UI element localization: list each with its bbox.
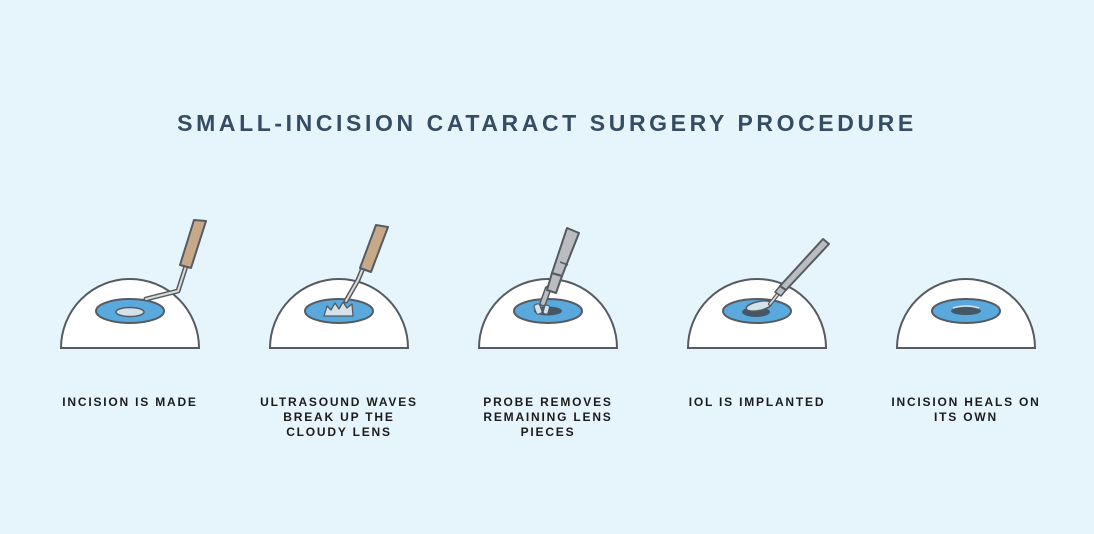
step-caption: PROBE REMOVES REMAINING LENS PIECES	[483, 395, 613, 439]
step-caption: ULTRASOUND WAVES BREAK UP THE CLOUDY LEN…	[260, 395, 418, 439]
step-healed: INCISION HEALS ON ITS OWN	[866, 200, 1066, 425]
step-caption: IOL IS IMPLANTED	[688, 395, 826, 409]
step-incision: INCISION IS MADE	[30, 200, 230, 410]
iol-injector-icon	[686, 238, 830, 349]
ultrasound-probe-icon	[268, 224, 410, 349]
step-probe: PROBE REMOVES REMAINING LENS PIECES	[448, 200, 648, 440]
step-caption: INCISION IS MADE	[62, 395, 198, 409]
step-caption: INCISION HEALS ON ITS OWN	[891, 395, 1041, 424]
step-ultrasound: ULTRASOUND WAVES BREAK UP THE CLOUDY LEN…	[239, 200, 439, 440]
healed-eye-icon	[895, 278, 1037, 349]
scalpel-icon	[59, 219, 207, 349]
page-title: SMALL-INCISION CATARACT SURGERY PROCEDUR…	[177, 110, 917, 136]
aspiration-probe-icon	[477, 227, 619, 349]
step-iol: IOL IS IMPLANTED	[657, 200, 857, 410]
